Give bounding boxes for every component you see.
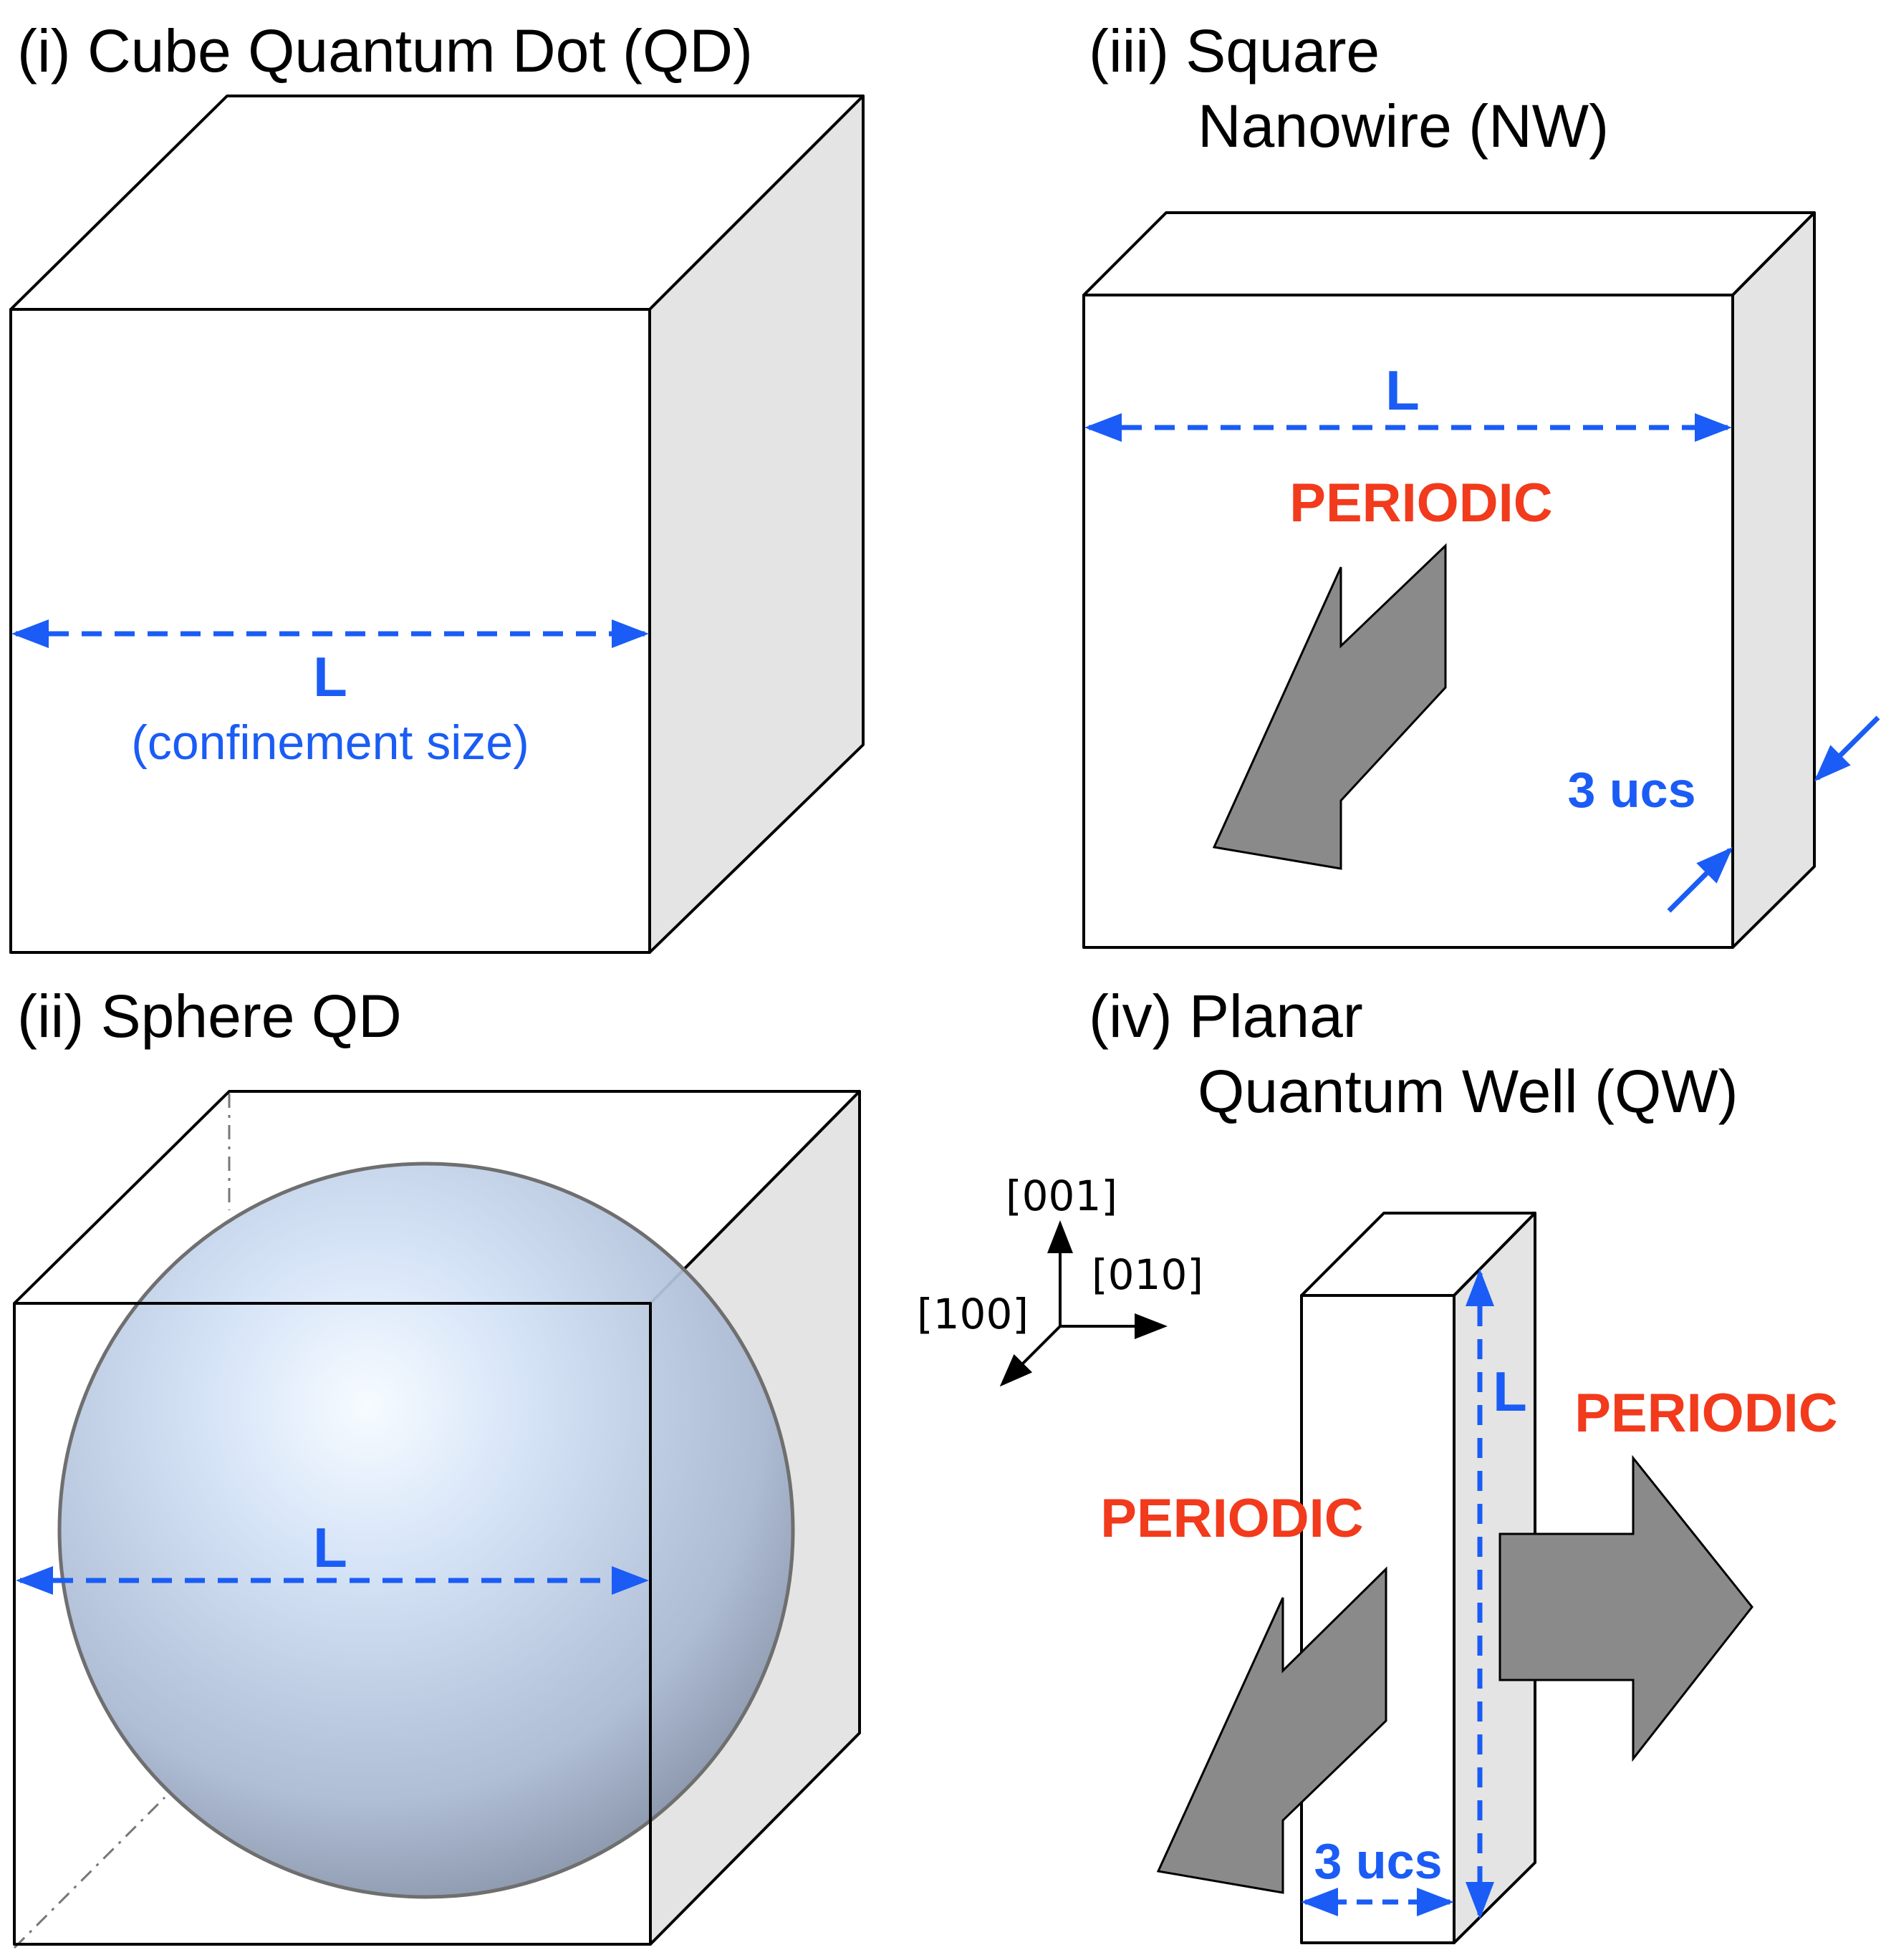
cube-front-face (9, 308, 651, 954)
axis-001-label: [001] (1006, 1172, 1117, 1220)
periodic-direction-arrow (1212, 543, 1447, 870)
crystal-axes: [001] [010] [100] (917, 1172, 1203, 1387)
axis-100-line (999, 1325, 1062, 1387)
nw-dimension-label: L (1385, 359, 1420, 422)
sphere-qd-title: (ii) Sphere QD (17, 983, 402, 1050)
panel-sphere-qd: (ii) Sphere QD L (13, 983, 861, 1949)
panel-cube-qd: (i) Cube Quantum Dot (QD) L (confinement… (9, 17, 865, 954)
qw-dimension-label: L (1493, 1360, 1527, 1423)
sphere-dimension-label: L (313, 1516, 347, 1579)
nw-side-face (1731, 211, 1816, 949)
nw-top-face (1082, 211, 1816, 296)
square-nw-title-line2: Nanowire (NW) (1198, 92, 1609, 160)
nw-thickness-label: 3 ucs (1568, 762, 1696, 818)
axis-010-label: [010] (1092, 1250, 1203, 1299)
periodic-left-arrow (1156, 1566, 1387, 1894)
cube-dimension-sublabel: (confinement size) (131, 715, 529, 770)
qw-periodic-right-label: PERIODIC (1574, 1383, 1837, 1444)
cube-dimension-label: L (313, 645, 347, 708)
qw-thickness-label: 3 ucs (1314, 1833, 1443, 1889)
panel-square-nw: (iii) Square Nanowire (NW) L PERIODIC 3 … (1082, 17, 1880, 949)
planar-qw-title-line2: Quantum Well (QW) (1198, 1058, 1738, 1125)
nw-periodic-label: PERIODIC (1289, 473, 1552, 534)
periodic-right-arrow (1498, 1454, 1753, 1762)
sphere (57, 1162, 795, 1899)
square-nw-title-line1: (iii) Square (1089, 17, 1380, 85)
axis-100-label: [100] (917, 1290, 1029, 1338)
box-front-face (13, 1302, 652, 1946)
panel-planar-qw: (iv) Planar Quantum Well (QW) [001] [010… (917, 983, 1838, 1944)
hidden-edge (13, 1796, 166, 1949)
thickness-pointer-arrow (1667, 846, 1733, 913)
planar-qw-title-line1: (iv) Planar (1089, 983, 1363, 1050)
thickness-pointer-arrow (1814, 715, 1880, 782)
qw-periodic-left-label: PERIODIC (1100, 1488, 1363, 1549)
cube-qd-title: (i) Cube Quantum Dot (QD) (17, 17, 753, 85)
